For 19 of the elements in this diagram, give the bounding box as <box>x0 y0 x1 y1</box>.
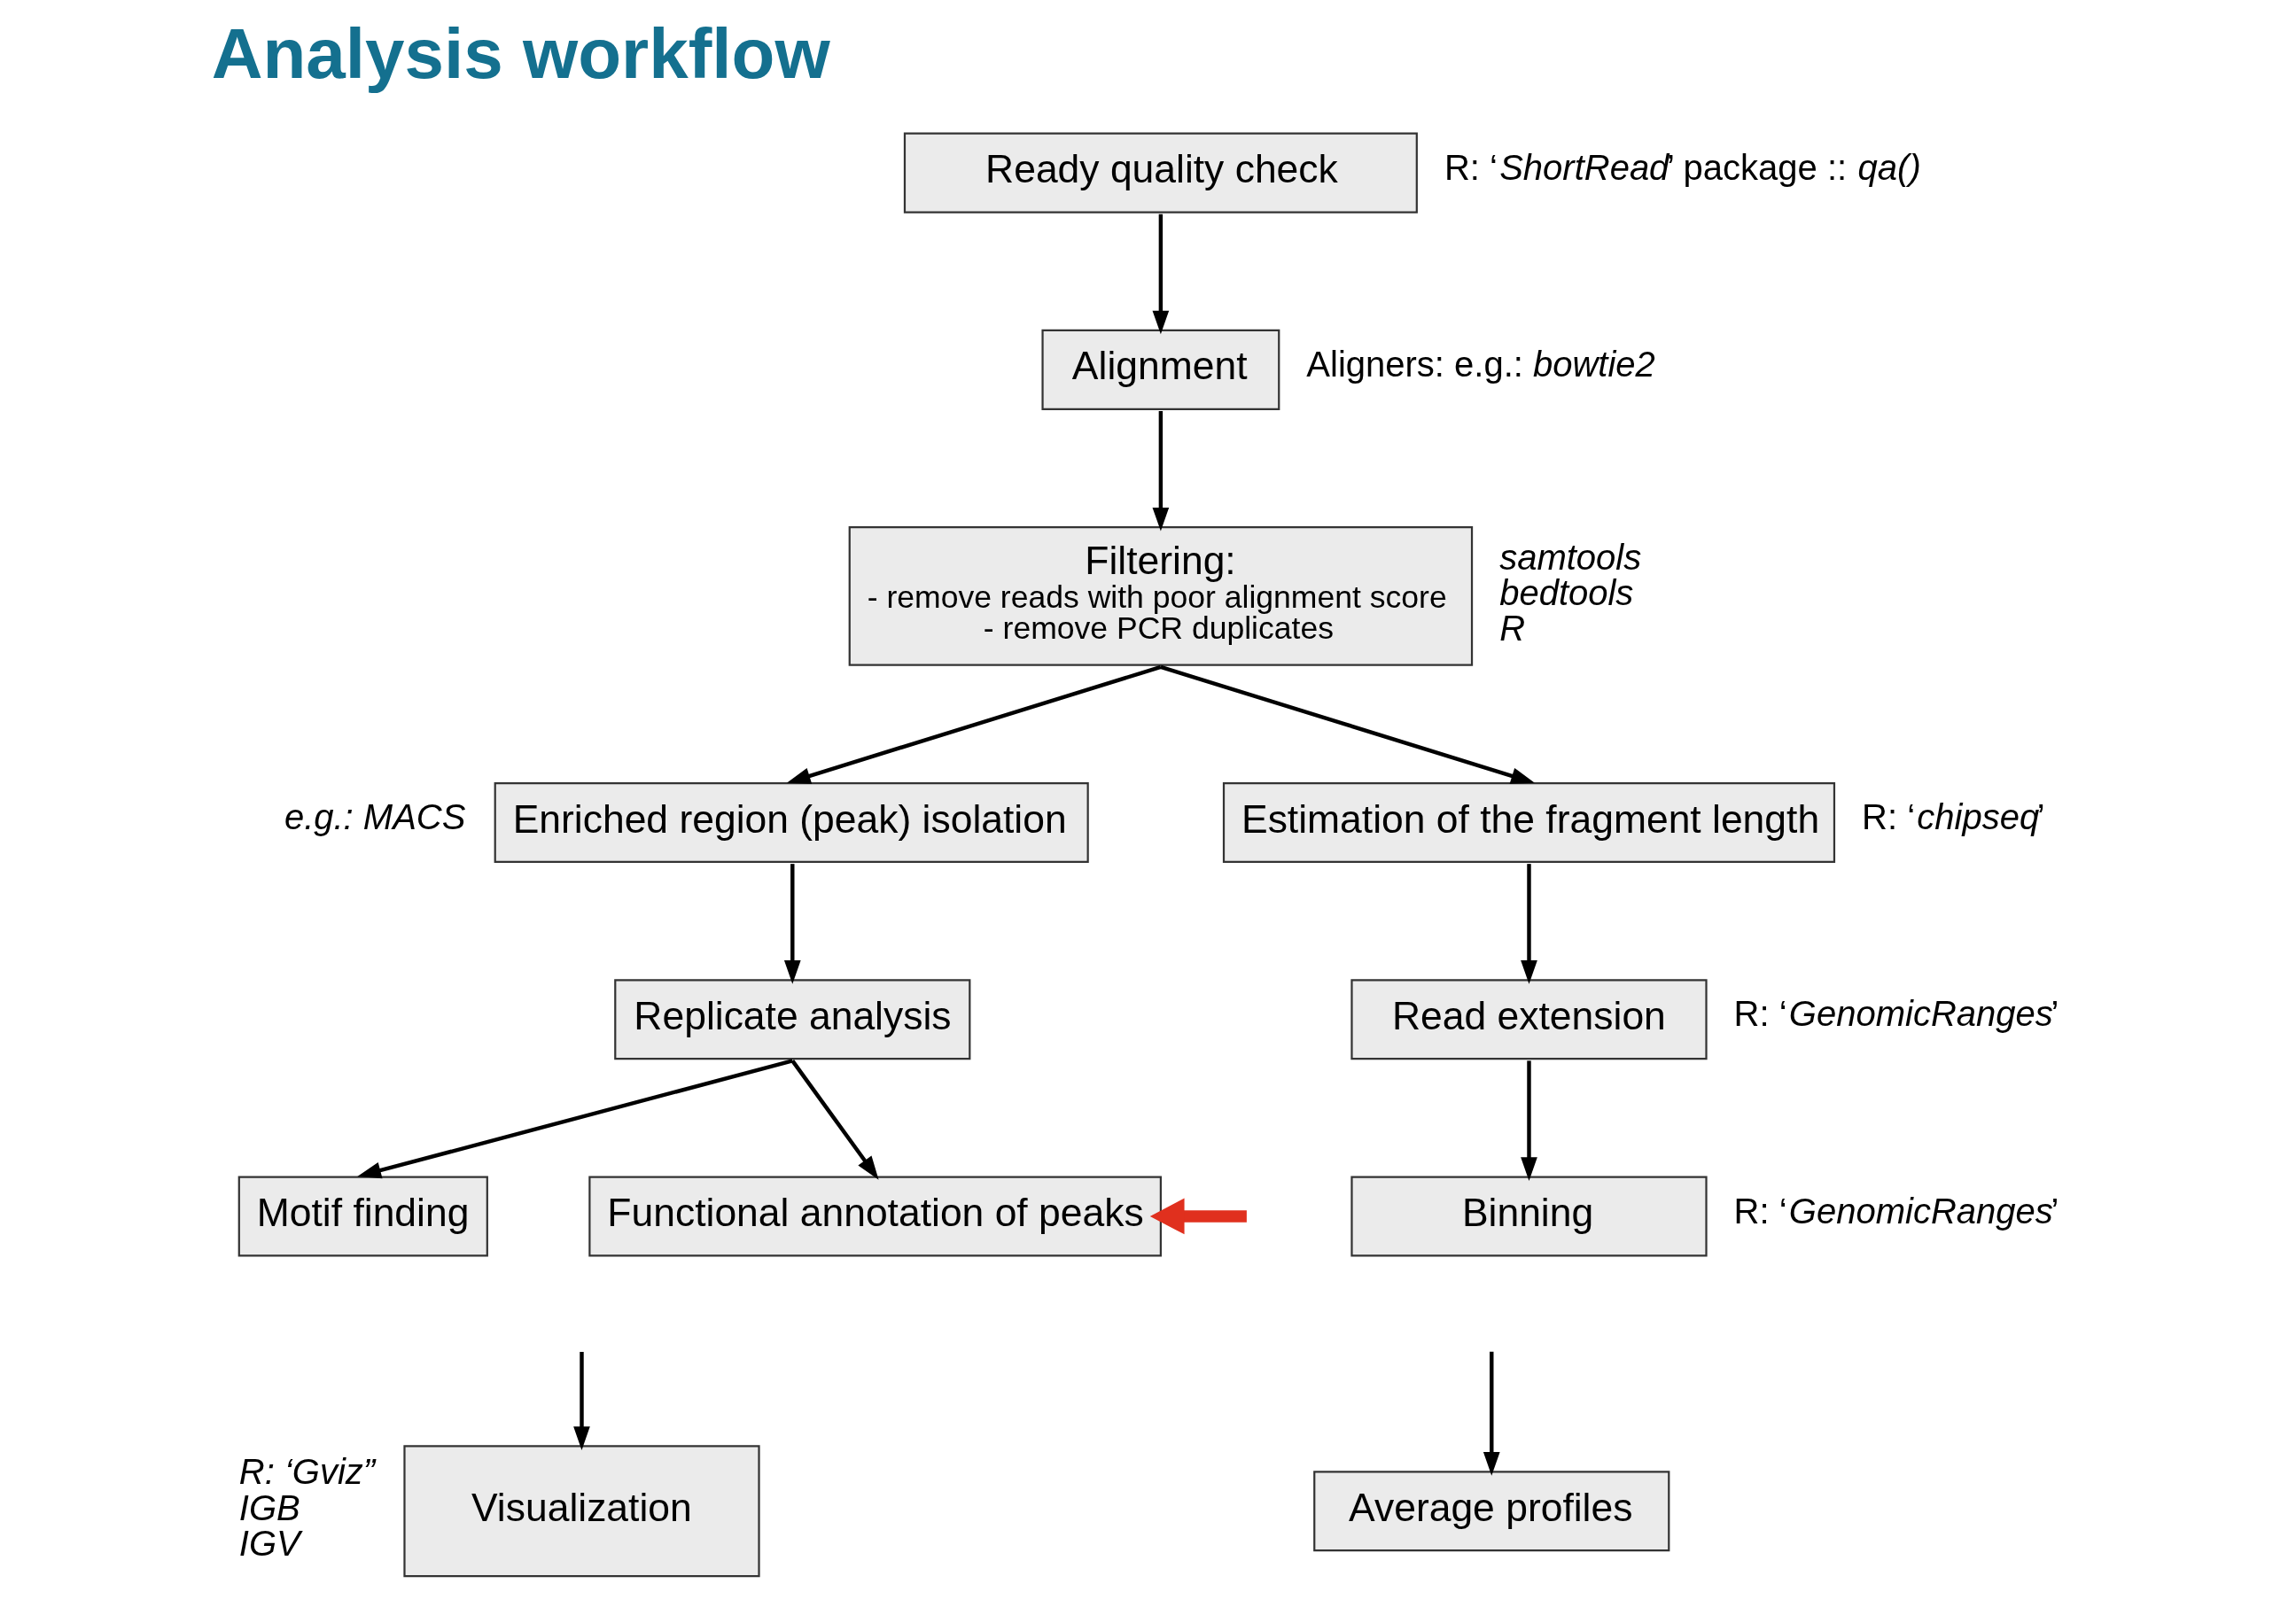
arrow <box>783 864 801 984</box>
arrow <box>572 1352 590 1450</box>
node-label: R: ‘chipseq’ <box>1861 797 2045 837</box>
arrow <box>790 1060 879 1180</box>
arrow <box>1159 664 1535 784</box>
arrow <box>1152 411 1169 532</box>
arrow <box>1520 1060 1537 1182</box>
arrow <box>1520 864 1537 984</box>
arrow <box>786 664 1162 784</box>
node-label: R: ‘GenomicRanges’ <box>1733 1191 2059 1231</box>
node-label: e.g.: MACS <box>284 797 465 837</box>
arrow <box>356 1059 793 1179</box>
node-label: R: ‘ShortRead’ package :: qa() <box>1444 147 1921 187</box>
diagram-title: Analysis workflow <box>211 13 830 93</box>
arrow <box>1483 1351 1500 1476</box>
node-label: Aligners: e.g.: bowtie2 <box>1305 344 1655 384</box>
arrow <box>1152 214 1169 335</box>
arrow <box>1149 1198 1247 1235</box>
node-label: R: ‘GenomicRanges’ <box>1733 994 2059 1034</box>
